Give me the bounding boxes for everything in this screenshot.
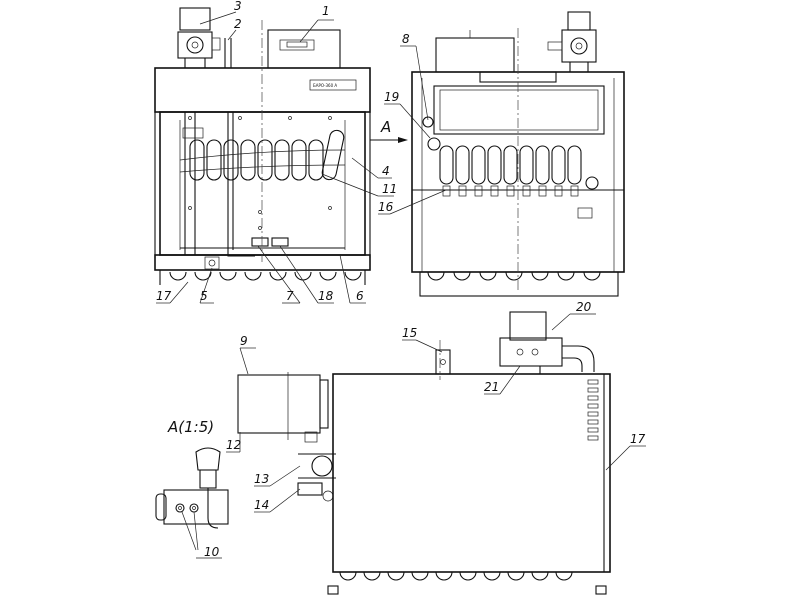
nozzles-side (442, 185, 579, 197)
top-view (237, 311, 611, 595)
burner-ports-front (169, 271, 362, 281)
callout-9: 9 (240, 334, 248, 348)
callout-14: 14 (254, 498, 269, 512)
callout-21: 21 (484, 380, 499, 394)
burner-tubes-side (439, 145, 599, 190)
callout-2: 2 (234, 17, 242, 31)
detail-title: A(1:5) (167, 418, 214, 436)
callout-5: 5 (200, 289, 208, 303)
callout-15: 15 (402, 326, 417, 340)
callout-labels: 1 2 3 4 5 6 7 8 9 10 11 12 13 14 15 16 1… (156, 0, 646, 559)
callout-1: 1 (322, 4, 330, 18)
callout-16: 16 (378, 200, 394, 214)
callout-17-top: 17 (630, 432, 646, 446)
callout-6: 6 (356, 289, 364, 303)
detail-a: A(1:5) (155, 418, 229, 529)
burner-tubes-front (179, 129, 346, 181)
callout-18: 18 (318, 289, 334, 303)
callout-10: 10 (204, 545, 220, 559)
section-marker-label: A (380, 118, 391, 136)
nameplate-label: БАРО-360 А (313, 83, 337, 88)
callout-11: 11 (382, 182, 397, 196)
section-arrow: A (370, 118, 408, 143)
callout-3: 3 (234, 0, 242, 13)
side-view (411, 11, 625, 297)
callout-4: 4 (382, 164, 390, 178)
callout-13: 13 (254, 472, 269, 486)
callout-7: 7 (286, 289, 294, 303)
burner-ports-side (427, 271, 601, 281)
leader-lines (156, 11, 646, 559)
burner-ports-bottom (339, 571, 573, 581)
callout-20: 20 (576, 300, 592, 314)
vent-slots (587, 379, 599, 441)
callout-17-front: 17 (156, 289, 172, 303)
front-view: БАРО-360 А (154, 7, 371, 285)
callout-19: 19 (384, 90, 399, 104)
callout-8: 8 (402, 32, 410, 46)
callout-12: 12 (226, 438, 241, 452)
